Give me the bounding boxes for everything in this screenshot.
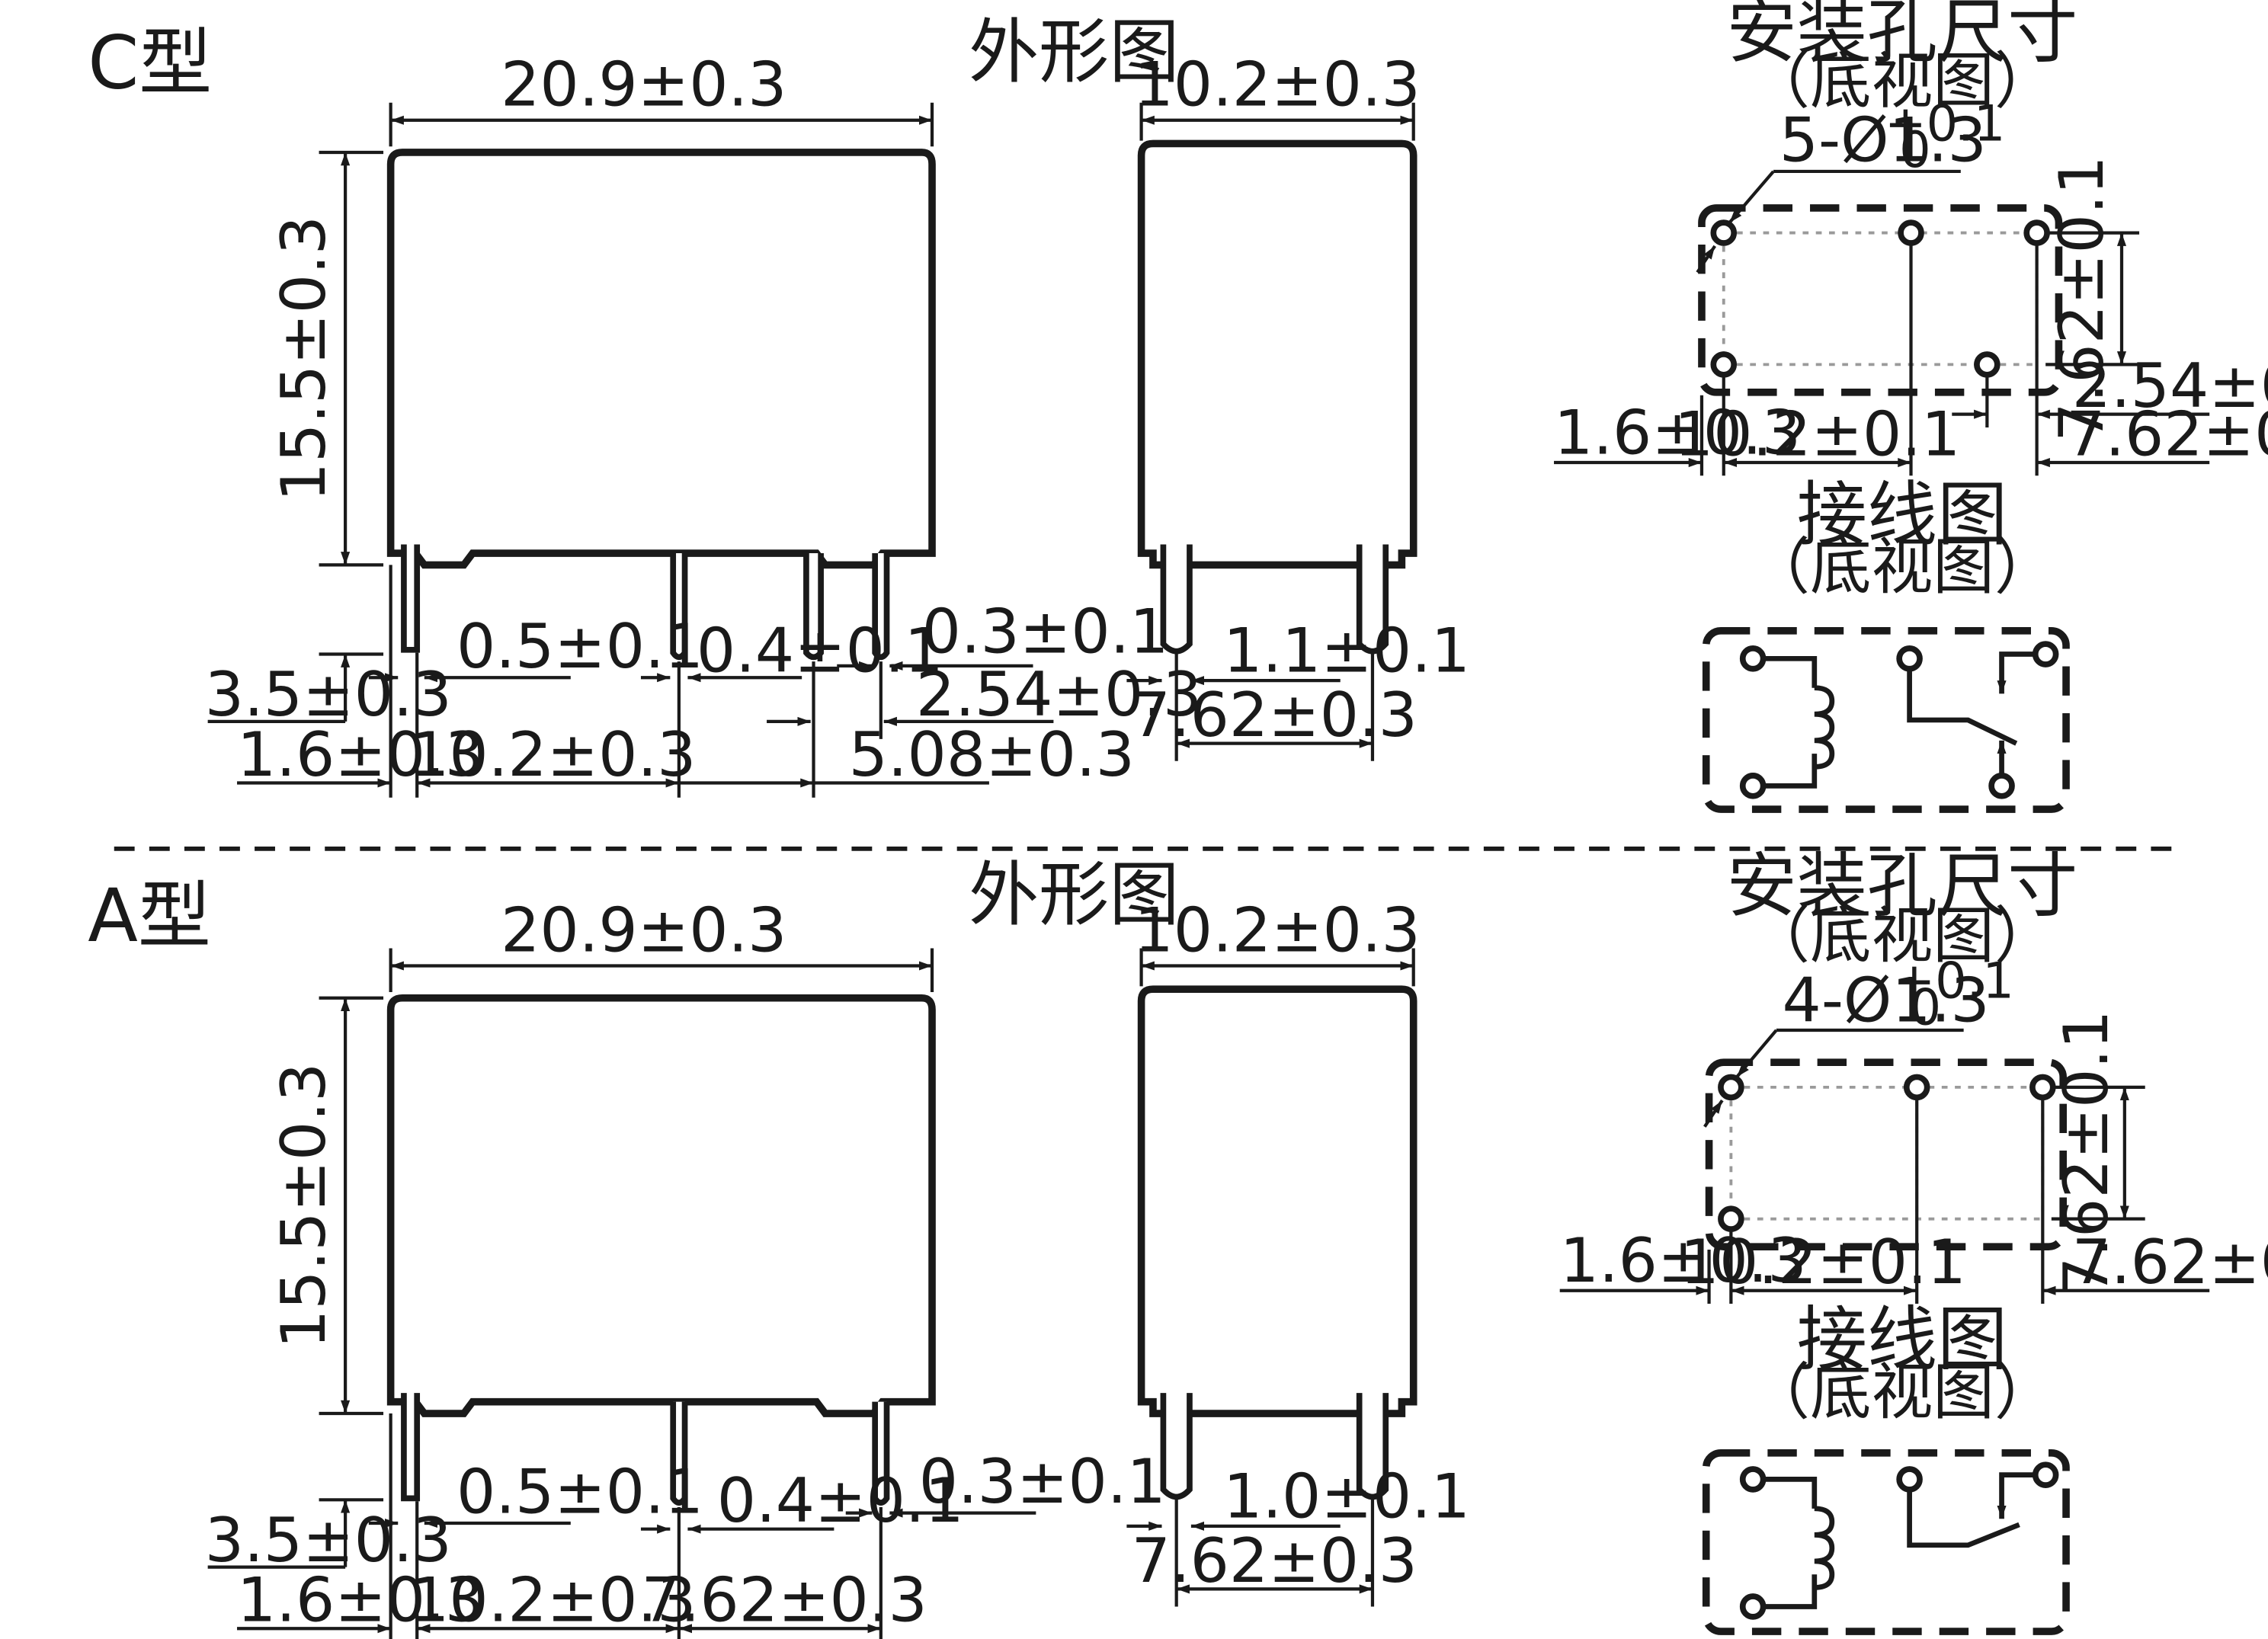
mount-offset: 1.6±0.3 bbox=[1554, 398, 1801, 469]
side-pin-right bbox=[1356, 1393, 1389, 1500]
mount-pitch-1: 10.2±0.1 bbox=[1680, 1227, 1966, 1298]
hole bbox=[1974, 351, 2001, 378]
dim-side-width: 10.2±0.3 bbox=[1135, 50, 1421, 121]
type-a-side-view: 10.2±0.3 1.0±0.1 7.62±0.3 bbox=[1126, 895, 1470, 1607]
hole bbox=[1718, 1074, 1744, 1101]
wiring-subtitle: （底视图） bbox=[1748, 532, 2055, 603]
pin-3 bbox=[872, 1401, 890, 1506]
mount-outline bbox=[1698, 204, 2063, 396]
dim-pitch-small: 2.54±0.3 bbox=[916, 659, 1202, 731]
dim-height: 15.5±0.3 bbox=[268, 216, 340, 501]
dim-side-pitch: 7.62±0.3 bbox=[1132, 680, 1418, 751]
dim-pitch-1: 10.2±0.3 bbox=[410, 1565, 696, 1637]
type-a-wiring: 接线图 （底视图） bbox=[1702, 1298, 2070, 1635]
hole bbox=[1710, 351, 1738, 378]
wiring-title: 接线图 bbox=[1797, 473, 2007, 555]
side-body-outline bbox=[1137, 139, 1418, 569]
dim-side-pin-w: 1.0±0.1 bbox=[1223, 1461, 1470, 1532]
type-a-outline-title: 外形图 bbox=[969, 853, 1179, 936]
dim-pin-w1: 0.5±0.1 bbox=[456, 611, 703, 683]
switch-icon bbox=[1907, 1489, 2020, 1548]
switch-icon bbox=[1907, 668, 2018, 746]
wiring-title: 接线图 bbox=[1797, 1298, 2007, 1381]
type-c-front-view: 20.9±0.3 15.5±0.3 3.5±0.3 0.5±0.1 0.4±0.… bbox=[205, 50, 1202, 798]
dim-pin-length: 3.5±0.3 bbox=[205, 1505, 452, 1577]
mount-title: 安装孔尺寸 bbox=[1727, 845, 2078, 927]
dim-pin-w1: 0.5±0.1 bbox=[456, 1457, 703, 1529]
hole bbox=[2023, 219, 2050, 246]
mount-hole-tol-plus: +0.1 bbox=[1885, 95, 2005, 153]
type-a-mount-holes: 安装孔尺寸 （底视图） 4-Ø1.3 +0.1 0 7.62±0.1 bbox=[1559, 845, 2268, 1304]
mount-vertical: 7.62±0.1 bbox=[2046, 155, 2118, 441]
mount-outline bbox=[1705, 1058, 2067, 1250]
dim-pin-length: 3.5±0.3 bbox=[205, 659, 452, 731]
mount-offset: 1.6±0.3 bbox=[1560, 1225, 1807, 1297]
pin-3 bbox=[803, 553, 824, 661]
side-pin-right bbox=[1356, 544, 1389, 655]
dim-width: 20.9±0.3 bbox=[501, 50, 786, 121]
type-c-label: C型 bbox=[88, 21, 212, 106]
wiring-subtitle: （底视图） bbox=[1748, 1357, 2055, 1429]
mount-title: 安装孔尺寸 bbox=[1727, 0, 2078, 72]
type-c-wiring: 接线图 （底视图） bbox=[1702, 473, 2070, 813]
type-a-front-view: 20.9±0.3 15.5±0.3 3.5±0.3 0.5±0.1 0.4±0.… bbox=[205, 895, 1166, 1639]
mount-pitch-1: 10.2±0.1 bbox=[1674, 399, 1960, 470]
dim-pitch-2: 5.08±0.3 bbox=[849, 719, 1135, 791]
pin-1 bbox=[401, 544, 421, 653]
wiring-outline bbox=[1702, 627, 2070, 813]
dim-pitch-1: 10.2±0.3 bbox=[410, 719, 696, 791]
mount-hole-spec: 4-Ø1.3 bbox=[1783, 965, 1990, 1036]
type-c-outline-title: 外形图 bbox=[969, 11, 1179, 93]
pin-4 bbox=[872, 553, 890, 661]
dim-pin-w3: 0.3±0.1 bbox=[922, 597, 1169, 668]
pin-1 bbox=[401, 1393, 421, 1502]
dim-width: 20.9±0.3 bbox=[501, 895, 786, 966]
pin-2 bbox=[670, 553, 688, 661]
dim-pin-w2: 0.4±0.1 bbox=[697, 616, 943, 687]
side-body-outline bbox=[1137, 985, 1418, 1417]
side-pin-left bbox=[1160, 544, 1193, 655]
mount-small-pitch: 2.54±0.1 bbox=[2072, 351, 2268, 422]
mount-hole-tol-minus: 0 bbox=[1910, 978, 1942, 1036]
mount-subtitle: （底视图） bbox=[1748, 46, 2055, 118]
front-body-outline bbox=[386, 994, 936, 1417]
dim-side-pitch: 7.62±0.3 bbox=[1132, 1525, 1418, 1597]
hole bbox=[2029, 1074, 2056, 1101]
dim-pin-w2: 0.4±0.1 bbox=[717, 1465, 964, 1537]
type-c-side-view: 10.2±0.3 1.1±0.1 7.62±0.3 bbox=[1126, 50, 1470, 761]
wiring-outline bbox=[1702, 1449, 2070, 1635]
front-body-outline bbox=[386, 149, 936, 569]
mount-vertical: 7.62±0.1 bbox=[2051, 1010, 2122, 1296]
type-a-section: A型 外形图 20.9±0.3 15.5±0.3 3.5±0.3 0.5±0.1 bbox=[88, 845, 2268, 1639]
mount-hole-tol-plus: +0.1 bbox=[1893, 952, 2013, 1010]
side-pin-left bbox=[1160, 1393, 1193, 1500]
coil-icon bbox=[1814, 1506, 1835, 1590]
dim-pin-w3: 0.3±0.1 bbox=[919, 1446, 1166, 1518]
dim-height: 15.5±0.3 bbox=[268, 1063, 340, 1349]
dim-side-width: 10.2±0.3 bbox=[1135, 895, 1421, 966]
dim-pitch-2: 7.62±0.3 bbox=[641, 1565, 927, 1637]
hole bbox=[1903, 1074, 1930, 1101]
mount-pitch-2: 7.62±0.1 bbox=[2072, 1227, 2268, 1298]
hole bbox=[1710, 219, 1738, 246]
coil-icon bbox=[1814, 685, 1835, 770]
mount-hole-tol-minus: 0 bbox=[1899, 121, 1931, 179]
mount-hole-spec: 5-Ø1.3 bbox=[1779, 105, 1987, 177]
type-c-mount-holes: 安装孔尺寸 （底视图） 5-Ø1.3 +0.1 0 7.62±0.1 bbox=[1554, 0, 2268, 476]
type-a-label: A型 bbox=[88, 873, 211, 959]
mount-pitch-2: 7.62±0.1 bbox=[2066, 399, 2268, 470]
pin-2 bbox=[670, 1401, 688, 1506]
hole bbox=[1898, 219, 1924, 246]
dim-side-pin-w: 1.1±0.1 bbox=[1223, 616, 1470, 687]
mount-subtitle: （底视图） bbox=[1748, 901, 2055, 972]
type-c-section: C型 外形图 20.9±0.3 15.5±0.3 3.5±0.3 bbox=[88, 0, 2268, 813]
